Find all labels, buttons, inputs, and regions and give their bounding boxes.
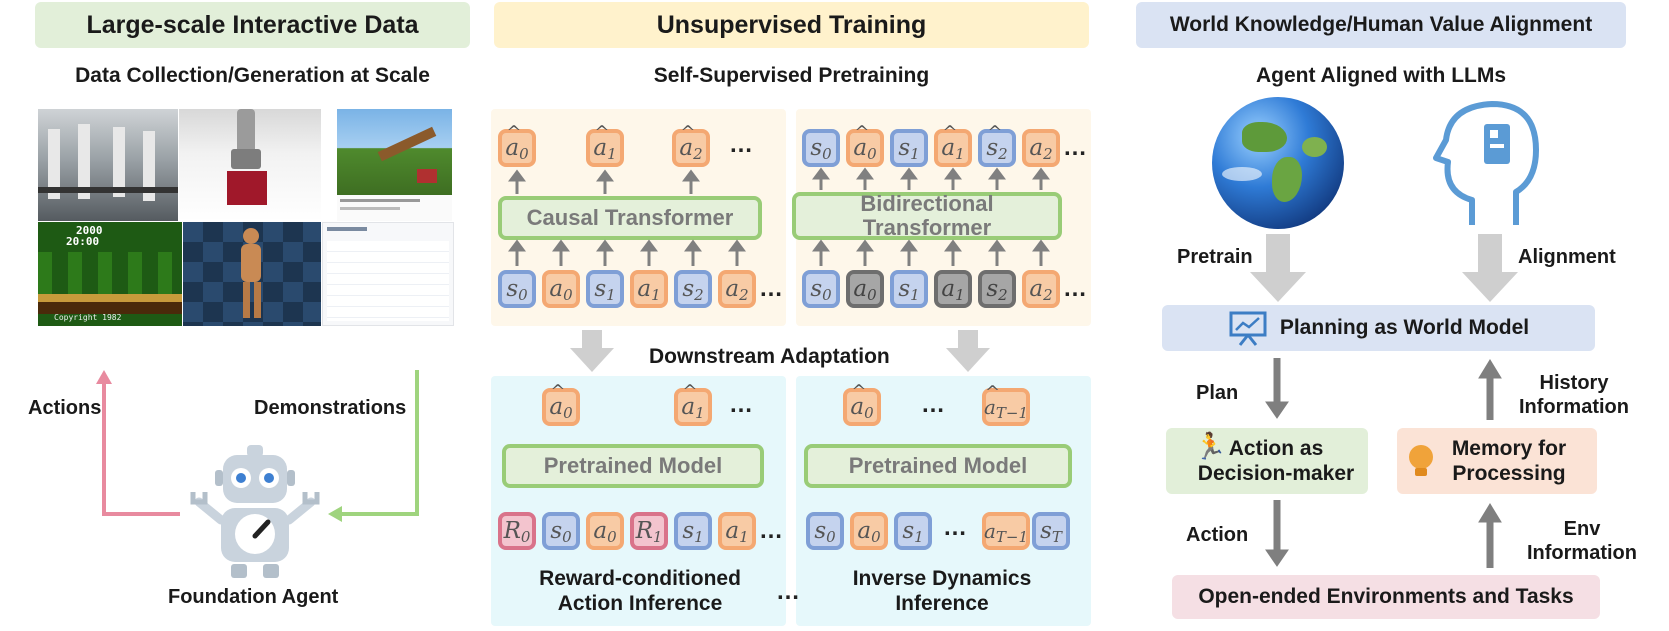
pretrained-model-box: Pretrained Model	[502, 444, 764, 488]
ellipsis: …	[1063, 134, 1087, 161]
ellipsis: …	[759, 517, 783, 544]
ai-head-icon	[1432, 100, 1542, 230]
alignment-label: Alignment	[1518, 246, 1616, 268]
memory-box-label: Memory for Processing	[1451, 437, 1567, 485]
demonstrations-label: Demonstrations	[254, 397, 407, 419]
downstream-adaptation-label: Downstream Adaptation	[649, 345, 890, 368]
humanoid-sim-image	[183, 222, 321, 326]
presentation-chart-icon	[1228, 310, 1268, 346]
planning-box: Planning as World Model	[1162, 305, 1595, 351]
pretrained-model-box: Pretrained Model	[804, 444, 1072, 488]
token-a2-hat: a2	[672, 122, 710, 167]
token-a1-hat: a1	[934, 122, 972, 167]
token-a1-hat: a1	[674, 381, 712, 426]
plan-label: Plan	[1196, 382, 1239, 404]
robot-arm-sim-image	[179, 109, 321, 221]
middle-subtitle: Self-Supervised Pretraining	[653, 64, 930, 87]
token-a0-hat: a0	[843, 381, 881, 426]
action-box: 🏃 Action as Decision-maker	[1166, 428, 1368, 494]
pretrain-label: Pretrain	[1177, 246, 1253, 268]
ellipsis: …	[759, 275, 783, 302]
action-box-label: Action as Decision-maker	[1197, 437, 1355, 485]
ellipsis: …	[729, 391, 753, 418]
token-a0-hat: a0	[846, 122, 884, 167]
ellipsis: …	[921, 391, 945, 418]
environments-box: Open-ended Environments and Tasks	[1172, 575, 1600, 619]
web-table-image	[322, 222, 454, 326]
minecraft-image	[337, 109, 452, 195]
minecraft-caption	[337, 195, 452, 221]
middle-header: Unsupervised Training	[494, 2, 1089, 48]
runner-icon: 🏃	[1194, 431, 1227, 461]
ellipsis: …	[943, 514, 967, 541]
ellipsis: …	[776, 578, 800, 605]
right-header: World Knowledge/Human Value Alignment	[1136, 2, 1626, 48]
earth-icon	[1212, 97, 1344, 229]
memory-box: Memory for Processing	[1397, 428, 1597, 494]
reward-task-label: Reward-conditioned Action Inference	[539, 567, 741, 615]
planning-box-label: Planning as World Model	[1279, 316, 1530, 339]
token-a1-hat: a1	[586, 122, 624, 167]
reward-panel	[491, 376, 786, 626]
inverse-task-label: Inverse Dynamics Inference	[852, 567, 1032, 615]
token-aT-1-hat: aT−1	[982, 382, 1030, 426]
token-a0-hat: a0	[498, 122, 536, 167]
token-a0-hat: a0	[542, 381, 580, 426]
robot-lab-image	[38, 109, 178, 221]
left-header: Large-scale Interactive Data	[35, 2, 470, 48]
atari-game-image: 2000 20:00 Copyright 1982	[38, 222, 182, 326]
lightbulb-icon	[1407, 444, 1435, 478]
atari-time: 20:00	[66, 235, 100, 248]
ellipsis: …	[1063, 275, 1087, 302]
ellipsis: …	[729, 131, 753, 158]
atari-copyright: Copyright 1982	[54, 313, 122, 322]
bidirectional-transformer-box: Bidirectional Transformer	[792, 192, 1062, 240]
causal-transformer-box: Causal Transformer	[498, 196, 762, 240]
action-label: Action	[1186, 524, 1249, 546]
robot-agent-icon	[185, 440, 325, 585]
actions-label: Actions	[28, 397, 102, 419]
history-info-label: History Information	[1519, 372, 1629, 418]
right-subtitle: Agent Aligned with LLMs	[1255, 64, 1507, 87]
atari-score: 2000	[76, 224, 103, 237]
env-info-label: Env Information	[1527, 518, 1637, 564]
left-subtitle: Data Collection/Generation at Scale	[75, 64, 430, 87]
token-s2-hat: s2	[978, 122, 1016, 167]
foundation-agent-label: Foundation Agent	[168, 586, 339, 608]
